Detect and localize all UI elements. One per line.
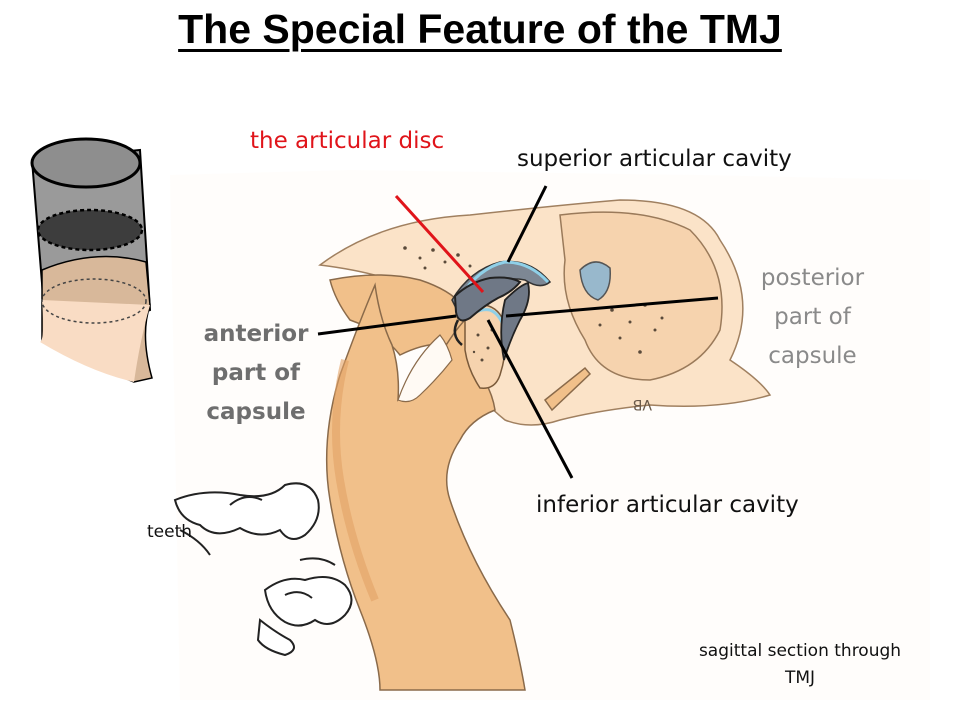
disc-pointer-line [394,194,485,294]
teeth-label: teeth [147,522,193,542]
posterior-capsule-line-3: capsule [768,343,857,369]
anterior-capsule-label: anterior part of capsule [196,315,316,432]
posterior-capsule-pointer-line [505,296,719,318]
section-caption-line-1: sagittal section through [698,641,902,661]
section-caption: sagittal section through TMJ [680,638,920,692]
section-caption-line-2: TMJ [784,668,816,688]
anterior-capsule-line-3: capsule [206,399,306,425]
inferior-cavity-pointer-line [486,319,574,479]
superior-cavity-lining [458,260,550,299]
posterior-capsule-line-1: posterior [760,265,865,291]
cylinder-top-ellipse [30,137,142,189]
articular-disc-label: the articular disc [250,128,445,154]
teeth-drawing [173,482,353,657]
cylinder-disc-ellipse [36,208,144,252]
page-title: The Special Feature of the TMJ [178,6,782,52]
superior-cavity-label: superior articular cavity [517,146,792,172]
styloid-process [543,366,592,412]
anterior-capsule-line-1: anterior [203,321,309,347]
posterior-capsule-label: posterior part of capsule [740,259,885,376]
mandible-ramus [325,282,526,691]
anterior-capsule-pointer-line [317,314,457,336]
inferior-cavity-label: inferior articular cavity [536,492,799,518]
superior-cavity-pointer-line [506,185,548,263]
anterior-capsule-line-2: part of [211,360,301,386]
articular-disc [453,276,522,322]
posterior-capsule-line-2: part of [774,304,851,330]
lower-tooth-1 [263,575,353,627]
cylinder-lower-ellipse [41,278,147,324]
lower-tooth-2 [256,618,295,657]
ear-canal [579,261,611,301]
joint-schematic-cylinder [30,137,153,383]
artist-signature: VB [633,396,652,412]
pointer-lines [317,185,719,479]
